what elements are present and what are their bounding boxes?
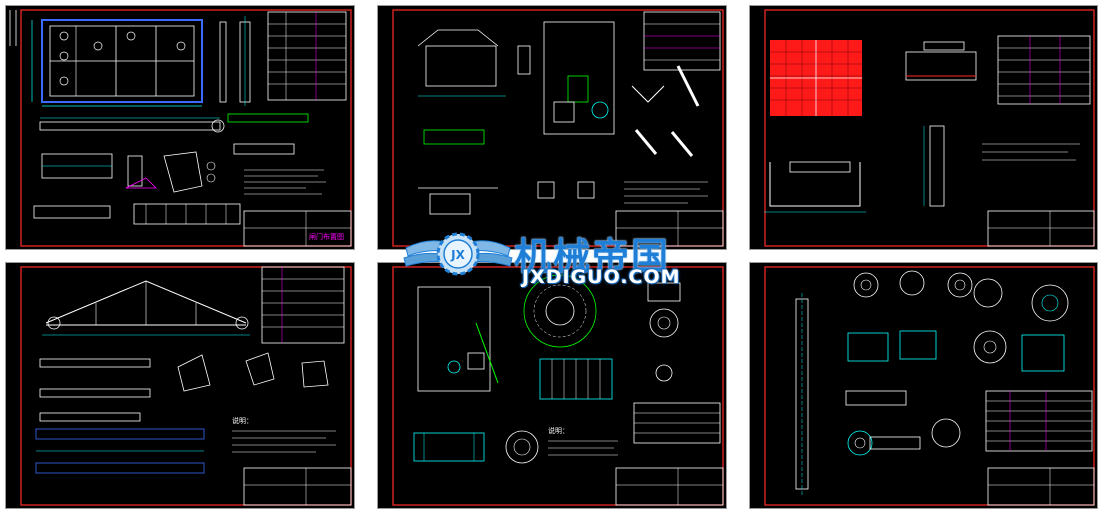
sheet-1-title: 闸门布置图	[309, 232, 344, 241]
sheet-hoist-detail[interactable]	[377, 5, 727, 250]
sheet-hoist-mechanism-drawing: 说明：	[378, 263, 726, 508]
sheet-screen-panel-drawing	[750, 6, 1097, 249]
sheet-hoist-mechanism[interactable]: 说明：	[377, 262, 727, 509]
sheet-truss-roof-drawing: 说明：	[6, 263, 354, 508]
watermark-badge: JX	[450, 248, 465, 262]
sheet-gate-layout-drawing: 闸门布置图	[6, 6, 354, 249]
sheet-5-notes-heading: 说明：	[548, 426, 569, 435]
sheet-hoist-detail-drawing	[378, 6, 726, 249]
watermark: JX 机械帝国 JXDIGUO.COM	[402, 222, 702, 292]
watermark-title: 机械帝国	[514, 235, 670, 278]
sheet-4-notes-heading: 说明：	[232, 416, 253, 425]
watermark-url: JXDIGUO.COM	[522, 266, 681, 288]
sheet-truss-roof[interactable]: 说明：	[5, 262, 355, 509]
sheet-screen-panel[interactable]	[749, 5, 1098, 250]
sheet-parts-detail-drawing	[750, 263, 1097, 508]
gear-wing-logo-icon: JX	[403, 232, 513, 276]
sheet-parts-detail[interactable]	[749, 262, 1098, 509]
sheet-gate-layout[interactable]: 闸门布置图	[5, 5, 355, 250]
